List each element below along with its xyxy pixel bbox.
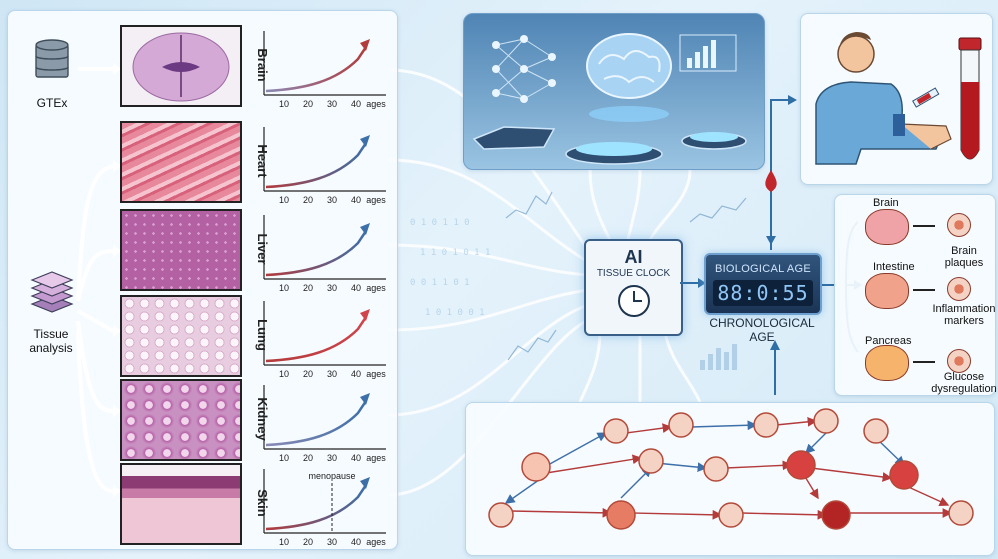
- kidney-tissue-image: [120, 379, 242, 461]
- x-tick-label: 10: [279, 537, 289, 547]
- menopause-annotation: menopause: [308, 471, 355, 481]
- x-axis-label: ages: [366, 537, 386, 547]
- svg-text:0 1 0 1 1 0: 0 1 0 1 1 0: [410, 218, 470, 228]
- brain-tissue-image: [120, 25, 242, 107]
- x-tick-label: 30: [327, 283, 337, 293]
- database-icon: [35, 39, 69, 78]
- intestine-organ-label: Intestine: [873, 261, 915, 273]
- intestine-effect-label: Inflammation markers: [932, 303, 996, 327]
- x-tick-label: 30: [327, 453, 337, 463]
- skin-label: Skin: [255, 489, 270, 517]
- chip-subtitle: TISSUE CLOCK: [596, 268, 671, 279]
- chronological-age-label: CHRONOLOGICAL AGE: [700, 316, 824, 344]
- liver-label: Liver: [255, 233, 270, 264]
- chronological-line2: AGE: [749, 330, 775, 344]
- x-axis-label: ages: [366, 369, 386, 379]
- x-tick-label: 40: [351, 537, 361, 547]
- ai-tissue-clock-chip: AI TISSUE CLOCK: [584, 239, 683, 336]
- x-tick-label: 20: [303, 537, 313, 547]
- chart-hologram-icon: [679, 34, 737, 72]
- liver-age-chart: Liver 10 20 30 40 ages: [255, 215, 386, 293]
- brain-organ-label: Brain: [873, 197, 899, 209]
- marker-icon: [947, 213, 971, 237]
- x-axis-label: ages: [366, 195, 386, 205]
- x-tick-label: 30: [327, 537, 337, 547]
- lung-age-chart: Lung 10 20 30 40 ages: [255, 301, 386, 379]
- pancreas-icon: [865, 345, 909, 381]
- blood-tube-icon: [958, 37, 982, 160]
- x-axis-label: ages: [366, 453, 386, 463]
- patient-illustration: [815, 32, 952, 165]
- brain-age-chart: Brain 10 20 30 40 ages: [255, 31, 386, 109]
- x-tick-label: 40: [351, 283, 361, 293]
- x-tick-label: 10: [279, 369, 289, 379]
- biological-age-label: BIOLOGICAL AGE: [714, 263, 812, 275]
- brain-icon: [865, 209, 909, 245]
- blood-drop-icon: [765, 170, 777, 192]
- x-tick-label: 20: [303, 195, 313, 205]
- clock-icon: [617, 285, 650, 317]
- pancreas-effect-label: Glucose dysregulation: [931, 371, 997, 395]
- syringe-icon: [912, 87, 940, 108]
- skin-age-chart: Skin 10 20 30 40 ages menopause: [255, 469, 386, 547]
- kidney-label: Kidney: [255, 397, 270, 441]
- ai-model-panel: [463, 13, 765, 170]
- brain-hologram-icon: [586, 33, 672, 122]
- svg-text:1 0 1 0 0 1: 1 0 1 0 0 1: [425, 308, 485, 318]
- x-tick-label: 30: [327, 99, 337, 109]
- heart-tissue-image: [120, 121, 242, 203]
- lung-label: Lung: [255, 319, 270, 351]
- effect-arrow: [913, 361, 935, 363]
- x-axis-label: ages: [366, 99, 386, 109]
- chip-platform-icon: [472, 126, 747, 165]
- brain-effect-label: Brain plaques: [944, 245, 984, 269]
- brain-label: Brain: [255, 48, 270, 81]
- x-tick-label: 20: [303, 99, 313, 109]
- chip-title: AI: [624, 247, 643, 267]
- x-tick-label: 30: [327, 369, 337, 379]
- liver-tissue-image: [120, 209, 242, 291]
- chronological-line1: CHRONOLOGICAL: [709, 316, 815, 330]
- x-tick-label: 40: [351, 369, 361, 379]
- effect-arrow: [913, 289, 935, 291]
- biological-age-value: 88:0:55: [713, 280, 813, 306]
- organ-network-graph: [488, 408, 974, 530]
- pancreas-organ-label: Pancreas: [865, 335, 912, 347]
- gtex-label: GTEx: [36, 96, 68, 110]
- organ-network-panel: [465, 402, 995, 556]
- svg-text:1 1 0 1 0 1 1: 1 1 0 1 0 1 1: [420, 248, 490, 258]
- x-tick-label: 10: [279, 195, 289, 205]
- chip-to-age-arrow: [680, 278, 706, 288]
- tissue-stack-icon: [30, 271, 74, 313]
- x-tick-label: 10: [279, 99, 289, 109]
- skin-tissue-image: [120, 463, 242, 545]
- x-tick-label: 10: [279, 453, 289, 463]
- x-tick-label: 20: [303, 283, 313, 293]
- x-tick-label: 30: [327, 195, 337, 205]
- tissue-analysis-label: Tissue analysis: [29, 327, 73, 355]
- x-tick-label: 40: [351, 99, 361, 109]
- tissue-data-panel: GTEx Tissue analysis: [7, 10, 398, 550]
- biological-age-display: BIOLOGICAL AGE 88:0:55: [704, 253, 822, 315]
- marker-icon: [947, 349, 971, 373]
- intestine-icon: [865, 273, 909, 309]
- marker-icon: [947, 277, 971, 301]
- effect-arrow: [913, 225, 935, 227]
- x-tick-label: 20: [303, 369, 313, 379]
- kidney-age-chart: Kidney 10 20 30 40 ages: [255, 385, 386, 463]
- x-tick-label: 20: [303, 453, 313, 463]
- svg-text:0 0 1 1 0 1: 0 0 1 1 0 1: [410, 278, 470, 288]
- x-tick-label: 40: [351, 453, 361, 463]
- x-axis-label: ages: [366, 283, 386, 293]
- lung-tissue-image: [120, 295, 242, 377]
- heart-label: Heart: [255, 144, 270, 178]
- neural-network-icon: [492, 35, 556, 103]
- blood-test-panel: [800, 13, 993, 185]
- heart-age-chart: Heart 10 20 30 40 ages: [255, 127, 386, 205]
- x-tick-label: 10: [279, 283, 289, 293]
- source-arrows: [76, 63, 121, 497]
- x-tick-label: 40: [351, 195, 361, 205]
